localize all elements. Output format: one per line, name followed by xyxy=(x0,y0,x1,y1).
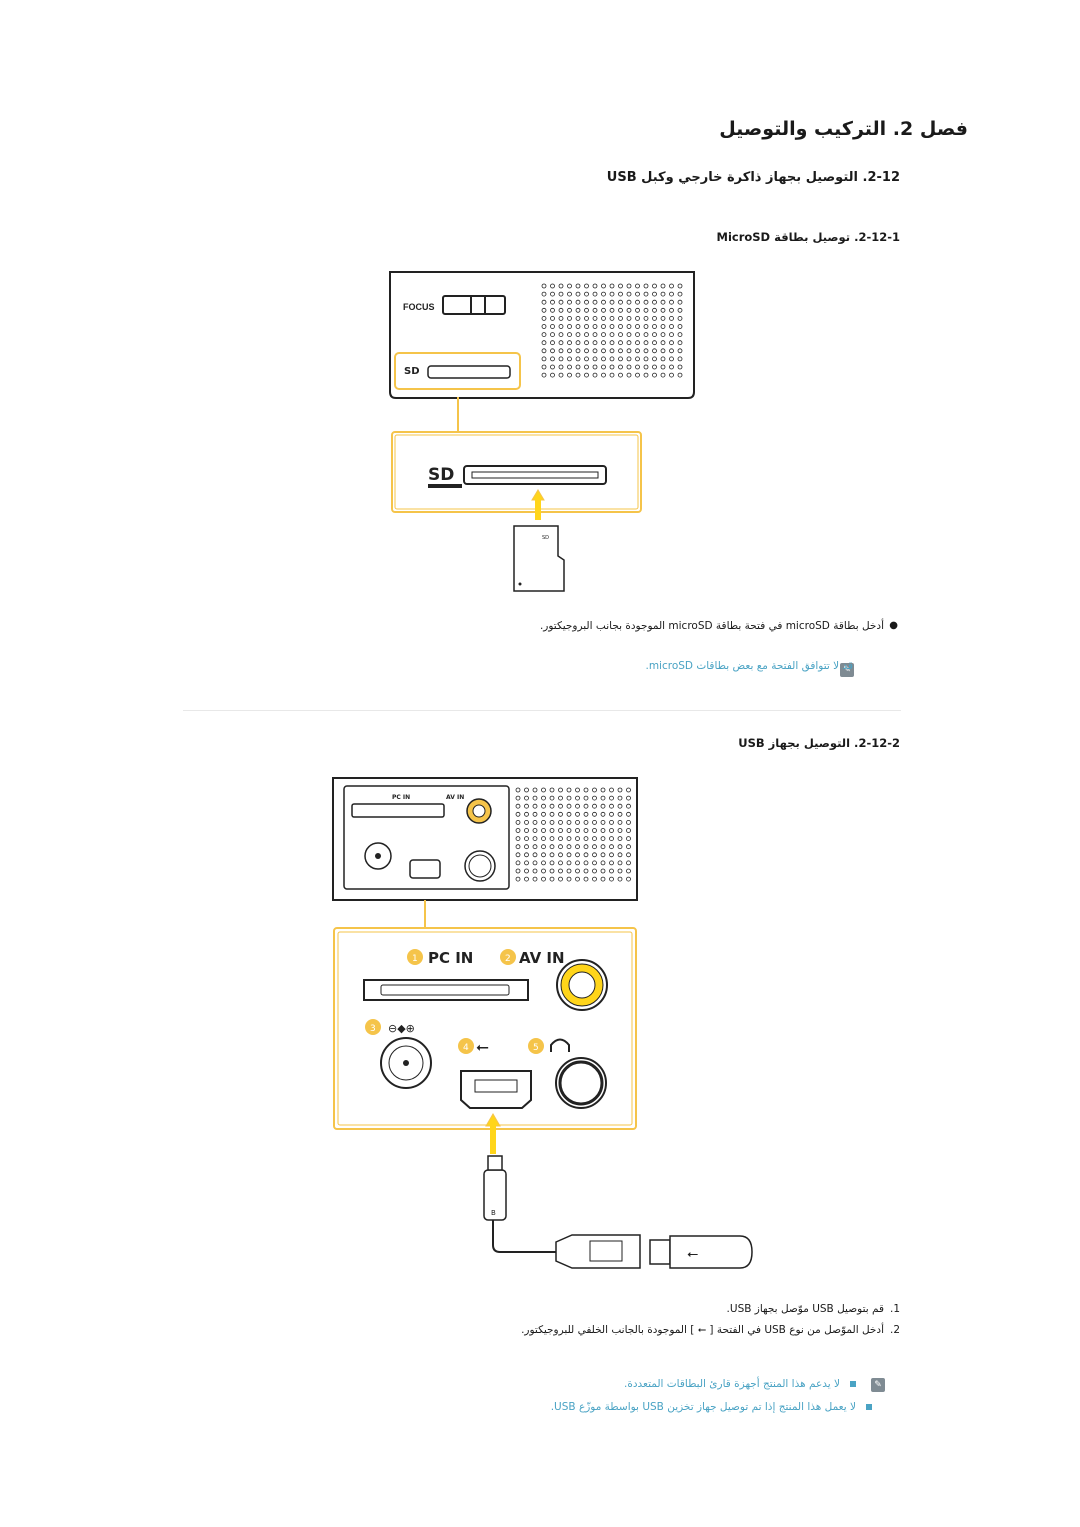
section-title: 2-12. التوصيل بجهاز ذاكرة خارجي وكبل USB xyxy=(606,170,900,185)
svg-text:1: 1 xyxy=(412,954,418,964)
svg-text:PC IN: PC IN xyxy=(428,949,473,967)
speaker-grille xyxy=(515,787,631,882)
callout-1: 1 xyxy=(407,949,423,965)
svg-text:SD: SD xyxy=(404,366,420,377)
microsd-bullet-text: أدخل بطاقة microSD في فتحة بطاقة microSD… xyxy=(539,620,884,632)
callout-2: 2 xyxy=(500,949,516,965)
focus-label: FOCUS xyxy=(403,302,435,312)
microsd-card xyxy=(513,525,565,592)
callout-4: 4 xyxy=(458,1038,474,1054)
microsd-subtitle: 2-12-1. توصيل بطاقة MicroSD xyxy=(716,230,901,244)
usb-step-1: قم بتوصيل USB موّصل بجهاز USB. 1. xyxy=(726,1303,900,1315)
usb-note-1: لا يدعم هذا المنتج أجهزة قارئ البطاقات ا… xyxy=(624,1378,856,1390)
microsd-note: قد لا تتوافق الفتحة مع بعض بطاقات microS… xyxy=(645,660,853,672)
svg-text:B: B xyxy=(491,1209,496,1217)
svg-text:AV IN: AV IN xyxy=(446,794,464,801)
svg-text:2: 2 xyxy=(505,954,511,964)
svg-text:5: 5 xyxy=(533,1043,539,1053)
microsd-figure: FOCUS SD SD SD xyxy=(389,271,695,592)
svg-text:SD: SD xyxy=(542,535,549,541)
divider xyxy=(183,710,901,711)
svg-text:⭠: ⭠ xyxy=(476,1037,489,1056)
svg-text:⭠: ⭠ xyxy=(687,1246,698,1262)
chapter-title: فصل 2. التركيب والتوصيل xyxy=(719,118,968,140)
svg-text:AV IN: AV IN xyxy=(519,949,565,967)
sd-slot-highlight xyxy=(394,352,521,390)
speaker-grille xyxy=(541,283,683,378)
callout-3: 3 xyxy=(365,1019,381,1035)
svg-text:⊖◆⊕: ⊖◆⊕ xyxy=(388,1022,415,1035)
usb-step-2: أدخل الموّصل من نوع USB في الفتحة [ ⭠ ] … xyxy=(521,1324,900,1336)
note-icon: ✎ xyxy=(840,663,854,677)
usb-subtitle: 2-12-2. التوصيل بجهاز USB xyxy=(738,736,900,750)
callout-5: 5 xyxy=(528,1038,544,1054)
svg-text:3: 3 xyxy=(370,1024,376,1034)
svg-text:PC IN: PC IN xyxy=(392,794,410,801)
note-icon: ✎ xyxy=(871,1378,885,1392)
microsd-bullet: أدخل بطاقة microSD في فتحة بطاقة microSD… xyxy=(539,620,898,632)
svg-text:4: 4 xyxy=(463,1043,469,1053)
bullet-dot-icon: ● xyxy=(889,620,898,631)
svg-text:SD: SD xyxy=(428,465,454,485)
usb-note-2: لا يعمل هذا المنتج إذا تم توصيل جهاز تخز… xyxy=(551,1401,872,1413)
